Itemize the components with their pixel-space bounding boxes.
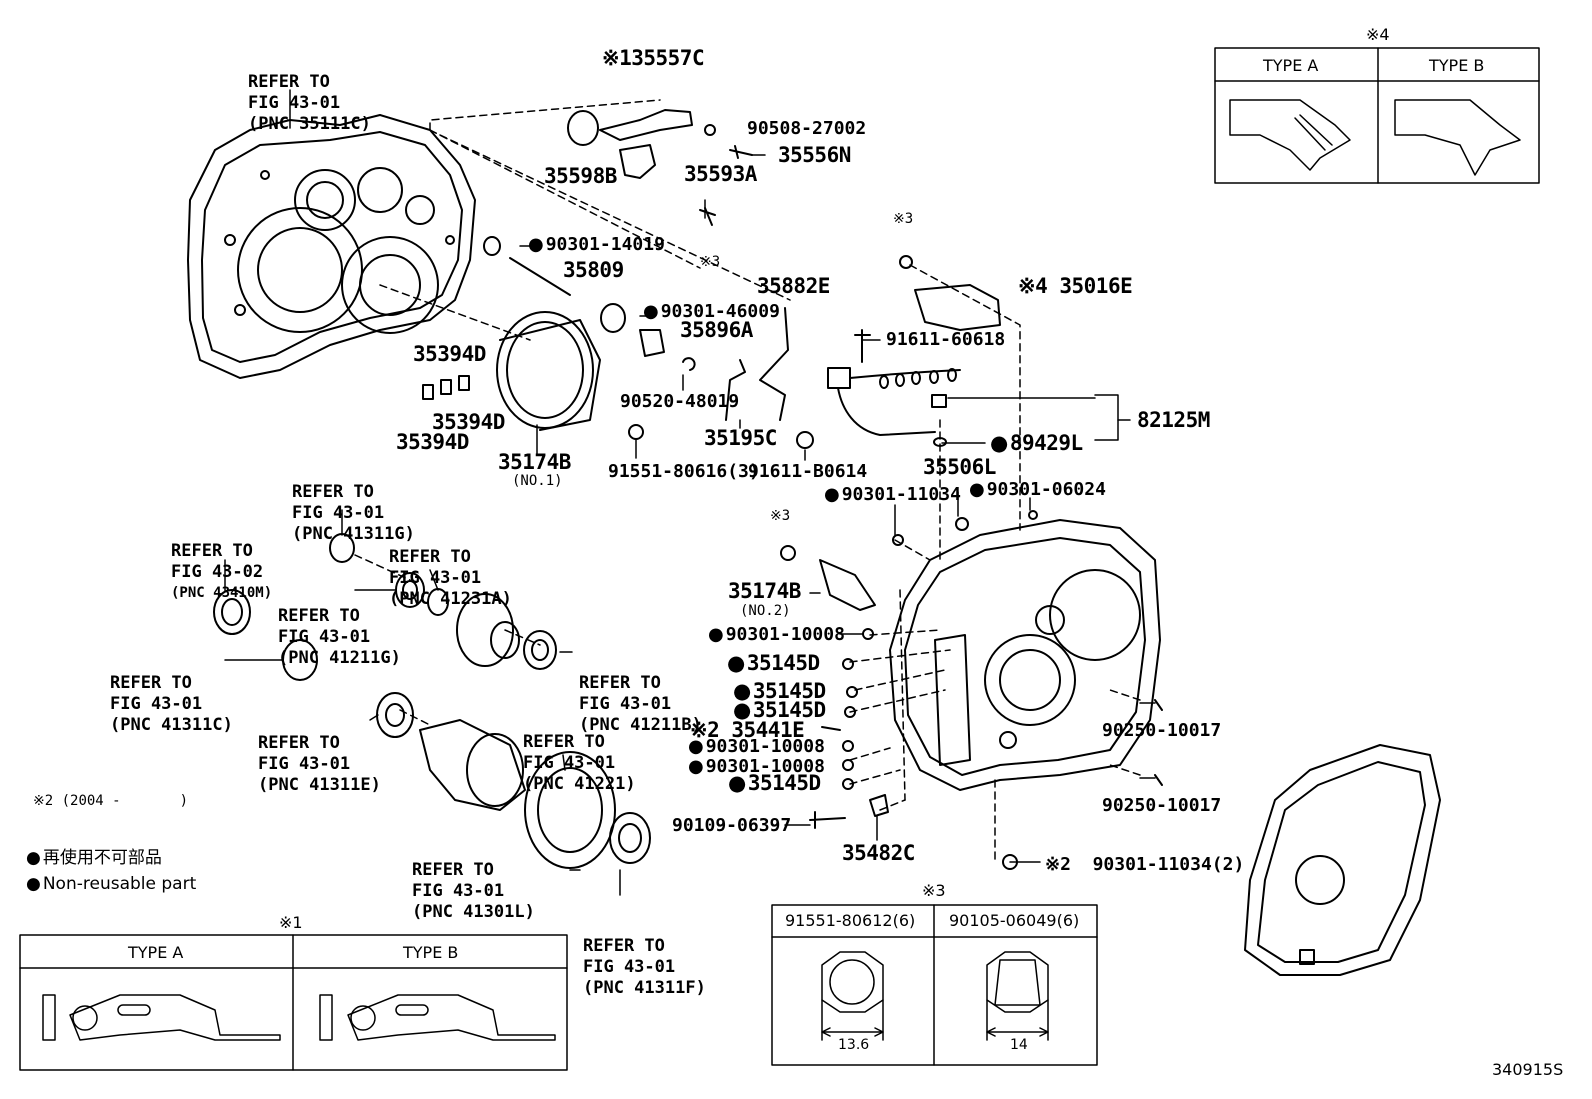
table-type4-frame — [1214, 47, 1540, 184]
wiring-harness-82125M — [827, 329, 961, 447]
part-35016E[interactable]: ※4 35016E — [1018, 274, 1133, 298]
part-90301-10008-b[interactable]: 90301-10008 — [688, 738, 825, 756]
case-side-view — [1244, 744, 1441, 976]
part-35506L[interactable]: 35506L — [923, 455, 996, 479]
part-35195C[interactable]: 35195C — [704, 426, 777, 450]
part-35598B[interactable]: 35598B — [544, 164, 617, 188]
part-90301-11034-2[interactable]: ※2 90301-11034(2) — [1045, 854, 1245, 875]
part-35593A[interactable]: 35593A — [684, 162, 757, 186]
part-82125M[interactable]: 82125M — [1137, 408, 1210, 432]
part-35896A[interactable]: 35896A — [680, 318, 753, 342]
table3-title: ※3 — [922, 881, 946, 900]
table4-col-a: TYPE A — [1263, 56, 1319, 75]
diagram-id: 340915S — [1492, 1060, 1564, 1079]
legend-non-reusable-en: Non-reusable part — [26, 876, 196, 893]
part-90301-06024[interactable]: 90301-06024 — [969, 481, 1106, 499]
table-type1-frame — [19, 934, 568, 1071]
table3-col-a[interactable]: 91551-80612(6) — [785, 911, 916, 930]
part-90301-14019[interactable]: 90301-14019 — [528, 236, 665, 254]
part-35394D-c[interactable]: 35394D — [396, 430, 469, 454]
oil-pump-cover-35174B — [422, 311, 814, 449]
part-35174B-no1-suffix: (NO.1) — [512, 473, 563, 489]
part-35809[interactable]: 35809 — [563, 258, 624, 282]
table1-col-a: TYPE A — [128, 943, 184, 962]
table1-col-b: TYPE B — [403, 943, 459, 962]
part-35394D-b[interactable]: 35394D — [432, 410, 505, 434]
part-35145D-a[interactable]: 35145D — [727, 653, 820, 674]
part-35145D-c[interactable]: 35145D — [733, 700, 826, 721]
part-35145D-d[interactable]: 35145D — [728, 773, 821, 794]
part-90508-27002[interactable]: 90508-27002 — [747, 118, 867, 139]
part-90520-48019[interactable]: 90520-48019 — [620, 391, 740, 412]
tube-and-gaskets — [483, 236, 789, 421]
part-35174B-no1[interactable]: 35174B — [498, 450, 571, 474]
part-91611-60618[interactable]: 91611-60618 — [886, 329, 1006, 350]
part-35556N[interactable]: 35556N — [778, 143, 851, 167]
table3-dim-b: 14 — [1010, 1037, 1028, 1053]
part-90301-10008-a[interactable]: 90301-10008 — [708, 626, 845, 644]
part-90301-46009[interactable]: 90301-46009 — [643, 303, 780, 321]
differential-assembly — [419, 719, 616, 869]
transmission-case — [187, 114, 476, 379]
table1-title: ※1 — [279, 913, 303, 932]
part-35145D-b[interactable]: 35145D — [733, 681, 826, 702]
part-90250-10017-b[interactable]: 90250-10017 — [1102, 795, 1222, 816]
note-x3-b: ※3 — [893, 211, 914, 227]
transaxle-housing — [889, 519, 1161, 791]
part-35482C[interactable]: 35482C — [842, 841, 915, 865]
part-90301-11034[interactable]: 90301-11034 — [824, 486, 961, 504]
legend-note2: ※2 (2004 - ) — [33, 793, 189, 809]
note-x3-c: ※3 — [770, 508, 791, 524]
table4-col-b: TYPE B — [1429, 56, 1485, 75]
part-35174B-no2[interactable]: 35174B — [728, 579, 801, 603]
part-35174B-no2-suffix: (NO.2) — [740, 603, 791, 619]
part-91611-B0614[interactable]: 91611-B0614 — [748, 461, 868, 482]
table3-dim-a: 13.6 — [838, 1037, 870, 1053]
part-90250-10017-a[interactable]: 90250-10017 — [1102, 720, 1222, 741]
bracket-35016E — [899, 255, 1001, 331]
part-35882E[interactable]: 35882E — [757, 274, 830, 298]
retainer-plate-35557C — [567, 109, 753, 226]
part-91551-80616[interactable]: 91551-80616(3) — [608, 461, 760, 482]
part-89429L[interactable]: 89429L — [990, 433, 1083, 454]
table3-col-b[interactable]: 90105-06049(6) — [949, 911, 1080, 930]
baffle-35174B-no2 — [780, 545, 876, 611]
part-35394D-a[interactable]: 35394D — [413, 342, 486, 366]
small-plugs — [809, 510, 1163, 870]
note-x3-a: ※3 — [700, 254, 721, 270]
part-35557C[interactable]: ※135557C — [602, 46, 705, 70]
legend-non-reusable-jp: 再使用不可部品 — [26, 850, 162, 867]
table-type3-frame — [771, 904, 1098, 1066]
table4-title: ※4 — [1366, 25, 1390, 44]
part-90109-06397[interactable]: 90109-06397 — [672, 815, 792, 836]
